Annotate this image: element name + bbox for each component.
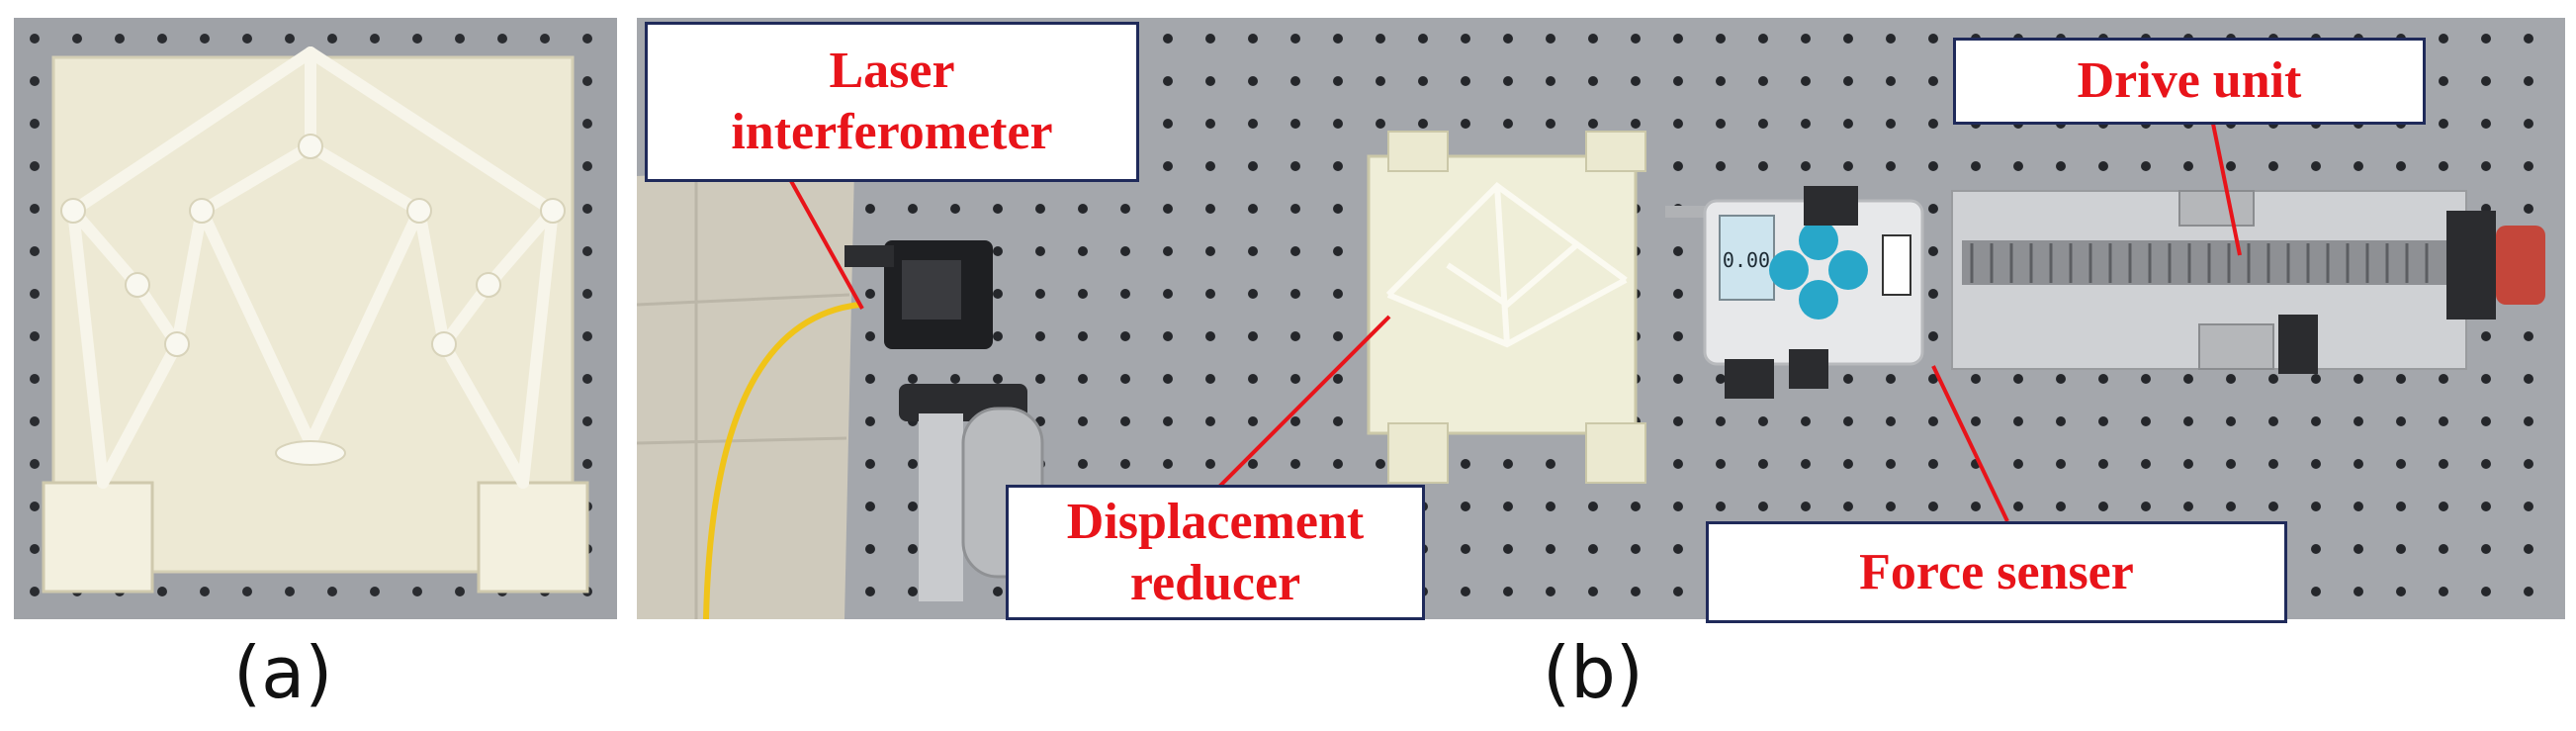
callout-displacement-line1: Displacement bbox=[1066, 493, 1365, 550]
callout-displacement-line2: reducer bbox=[1129, 554, 1301, 611]
photo-a-printed-reducer bbox=[14, 18, 617, 619]
callout-force-sensor: Force senser bbox=[1706, 521, 2287, 623]
callout-laser-line1: Laser bbox=[829, 43, 955, 99]
callout-force-line1: Force senser bbox=[1859, 543, 2134, 600]
panel-label-b: (b) bbox=[1543, 631, 1643, 714]
callout-drive-line1: Drive unit bbox=[2077, 52, 2302, 109]
callout-displacement-reducer: Displacement reducer bbox=[1006, 485, 1425, 620]
panel-label-a: (a) bbox=[233, 631, 333, 714]
callout-laser-interferometer: Laser interferometer bbox=[645, 22, 1139, 182]
sensor-display-text: 0.00 bbox=[1723, 248, 1770, 272]
callout-drive-unit: Drive unit bbox=[1953, 38, 2426, 125]
callout-laser-line2: interferometer bbox=[731, 104, 1053, 160]
